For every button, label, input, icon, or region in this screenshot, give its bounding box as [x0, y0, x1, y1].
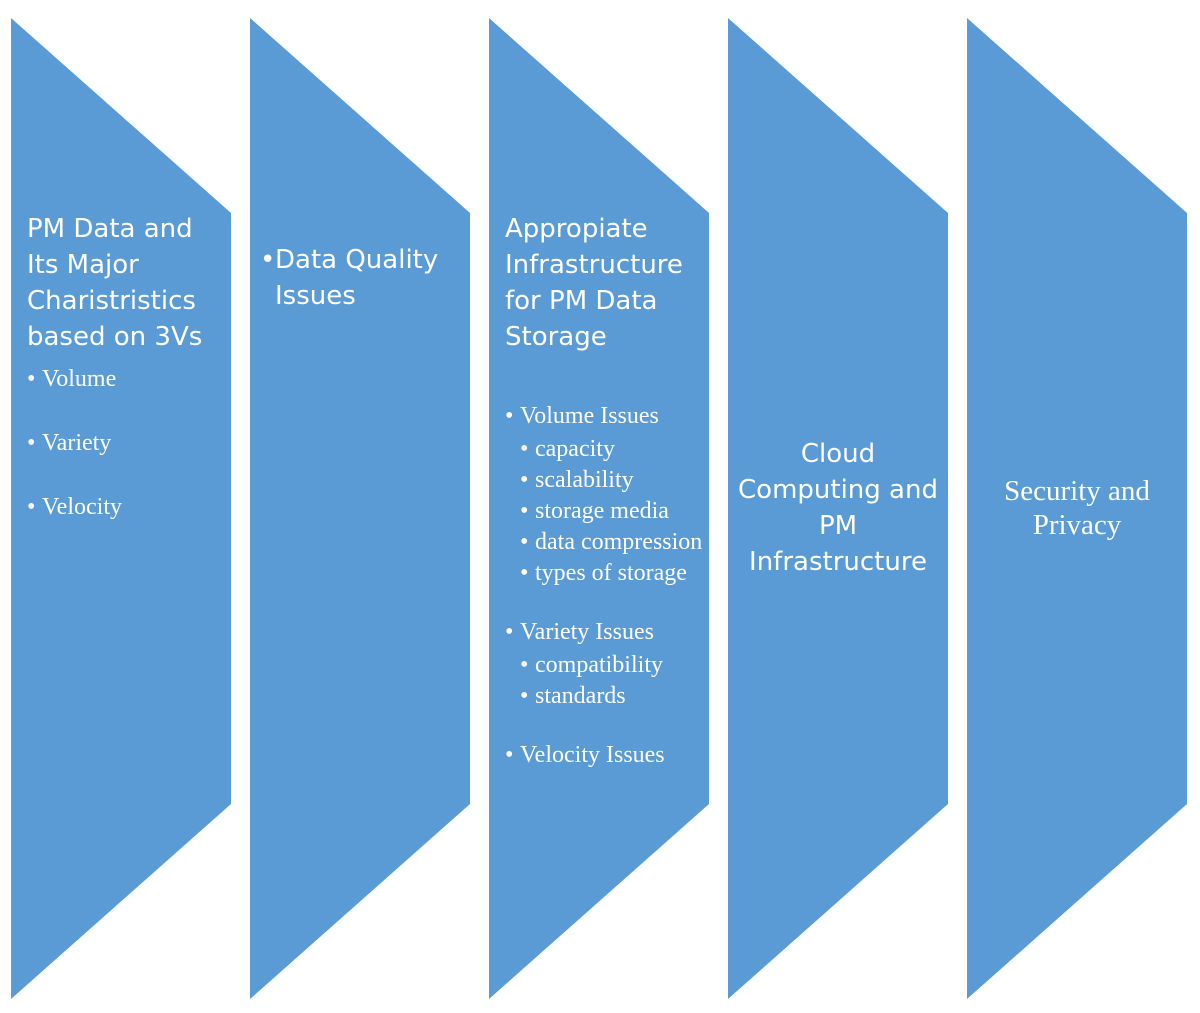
column-3-text: Appropiate Infrastructure for PM Data St…	[505, 211, 705, 801]
column-4-title: Cloud Computing and PM Infrastructure	[738, 439, 938, 577]
list-item: data compression	[520, 528, 705, 556]
chevron-shape-4	[728, 18, 948, 999]
column-3-title: Appropiate Infrastructure for PM Data St…	[505, 214, 683, 352]
group-label: Variety Issues	[505, 617, 705, 648]
list-item: capacity	[520, 435, 705, 463]
group-label: Velocity Issues	[505, 740, 705, 771]
bullet-variety: Variety	[27, 429, 227, 457]
list-item: compatibility	[520, 651, 705, 679]
column-1-text: PM Data and Its Major Charistristics bas…	[27, 211, 227, 557]
group-volume-issues: Volume Issues capacity scalability stora…	[505, 401, 705, 587]
list-item: storage media	[520, 497, 705, 525]
column-1-bullets: Volume Variety Velocity	[27, 365, 227, 521]
chevron-shape-2	[250, 18, 470, 999]
list-item: scalability	[520, 466, 705, 494]
group-items: compatibility standards	[520, 651, 705, 710]
list-item: standards	[520, 682, 705, 710]
column-2-text: Data Quality Issues	[258, 242, 458, 314]
column-5-title: Security and Privacy	[1004, 475, 1150, 541]
group-label: Volume Issues	[505, 401, 705, 432]
chevron-shape-5	[967, 18, 1187, 999]
list-item: types of storage	[520, 559, 705, 587]
column-1-title: PM Data and Its Major Charistristics bas…	[27, 214, 203, 352]
bullet-volume: Volume	[27, 365, 227, 393]
group-items: capacity scalability storage media data …	[520, 435, 705, 587]
group-velocity-issues: Velocity Issues	[505, 740, 705, 771]
group-variety-issues: Variety Issues compatibility standards	[505, 617, 705, 710]
column-2-title: Data Quality Issues	[258, 242, 458, 314]
column-3-groups: Volume Issues capacity scalability stora…	[505, 401, 705, 771]
bullet-velocity: Velocity	[27, 493, 227, 521]
